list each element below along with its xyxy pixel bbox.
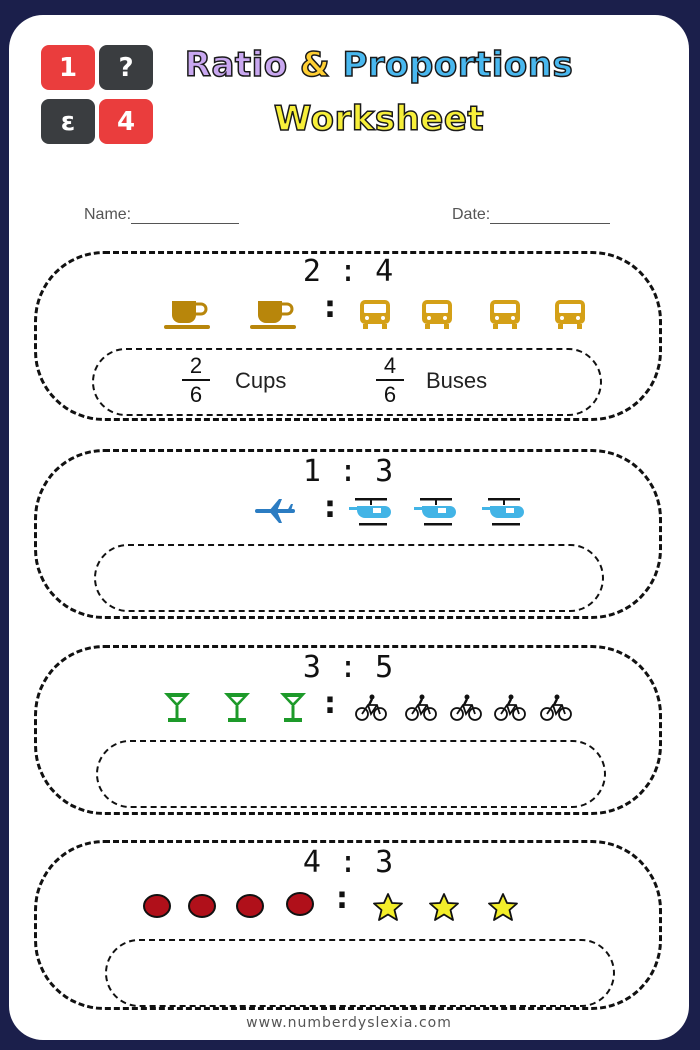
fraction-word-cups: Cups bbox=[235, 368, 287, 393]
coffee-cup-icon bbox=[164, 301, 210, 329]
problem-box-1: 2 : 4 : bbox=[34, 251, 662, 421]
red-circle-icon bbox=[143, 894, 171, 918]
red-circle-icon bbox=[188, 894, 216, 918]
bicycle-icon bbox=[355, 694, 387, 721]
helicopter-icon bbox=[349, 498, 391, 526]
bus-icon bbox=[555, 300, 585, 329]
fraction-cups: 2 6 bbox=[182, 353, 210, 409]
problem-box-4: 4 : 3 : bbox=[34, 840, 662, 1010]
logo-tile-4: 4 bbox=[99, 99, 153, 144]
ratio-label-2: 1 : 3 bbox=[302, 454, 394, 489]
logo: 1 ? ε 4 bbox=[41, 45, 161, 163]
ratio-colon: : bbox=[324, 490, 336, 525]
bicycle-icon bbox=[450, 694, 482, 721]
fraction-denominator: 6 bbox=[383, 382, 397, 407]
title-ampersand: & bbox=[299, 44, 331, 86]
fraction-denominator: 6 bbox=[189, 382, 203, 407]
fraction-buses: 4 6 bbox=[376, 353, 404, 409]
red-circle-icon bbox=[286, 892, 314, 916]
bicycle-icon bbox=[494, 694, 526, 721]
problem-box-2: 1 : 3 : bbox=[34, 449, 662, 619]
ratio-colon: : bbox=[324, 686, 336, 721]
logo-tile-3: ε bbox=[41, 99, 95, 144]
worksheet-page: 1 ? ε 4 Ratio & Proportions Worksheet Na… bbox=[9, 15, 689, 1040]
bicycle-icon bbox=[405, 694, 437, 721]
bus-icon bbox=[422, 300, 452, 329]
cocktail-glass-icon bbox=[280, 693, 306, 722]
cocktail-glass-icon bbox=[164, 693, 190, 722]
logo-tile-1: 1 bbox=[41, 45, 95, 90]
airplane-icon bbox=[255, 499, 295, 523]
page-title: Ratio & Proportions bbox=[169, 44, 589, 86]
bus-icon bbox=[490, 300, 520, 329]
answer-box-3[interactable] bbox=[96, 740, 606, 808]
date-field: Date: bbox=[452, 205, 611, 224]
problem-box-3: 3 : 5 : bbox=[34, 645, 662, 815]
title-word-ratio: Ratio bbox=[184, 44, 288, 86]
ratio-label-4: 4 : 3 bbox=[302, 845, 394, 880]
star-icon bbox=[429, 893, 459, 921]
logo-tile-question: ? bbox=[99, 45, 153, 90]
helicopter-icon bbox=[414, 498, 456, 526]
red-circle-icon bbox=[236, 894, 264, 918]
date-label: Date: bbox=[452, 206, 491, 223]
footer-url[interactable]: www.numberdyslexia.com bbox=[246, 1015, 452, 1031]
answer-box-1[interactable]: 2 6 Cups 4 6 Buses bbox=[92, 348, 602, 416]
page-subtitle: Worksheet bbox=[273, 98, 485, 140]
ratio-label-3: 3 : 5 bbox=[302, 650, 394, 685]
name-label: Name: bbox=[84, 206, 132, 223]
cocktail-glass-icon bbox=[224, 693, 250, 722]
fraction-word-buses: Buses bbox=[426, 368, 488, 393]
answer-box-2[interactable] bbox=[94, 544, 604, 612]
fraction-numerator: 2 bbox=[182, 353, 210, 381]
title-word-proportions: Proportions bbox=[342, 44, 574, 86]
ratio-colon: : bbox=[324, 290, 336, 325]
name-input-line[interactable] bbox=[131, 205, 240, 224]
fraction-numerator: 4 bbox=[376, 353, 404, 381]
bicycle-icon bbox=[540, 694, 572, 721]
bus-icon bbox=[360, 300, 390, 329]
helicopter-icon bbox=[482, 498, 524, 526]
star-icon bbox=[488, 893, 518, 921]
date-input-line[interactable] bbox=[490, 205, 611, 224]
answer-box-4[interactable] bbox=[105, 939, 615, 1007]
name-field: Name: bbox=[84, 205, 240, 224]
coffee-cup-icon bbox=[250, 301, 296, 329]
star-icon bbox=[373, 893, 403, 921]
ratio-label-1: 2 : 4 bbox=[302, 254, 394, 289]
ratio-colon: : bbox=[336, 881, 348, 916]
